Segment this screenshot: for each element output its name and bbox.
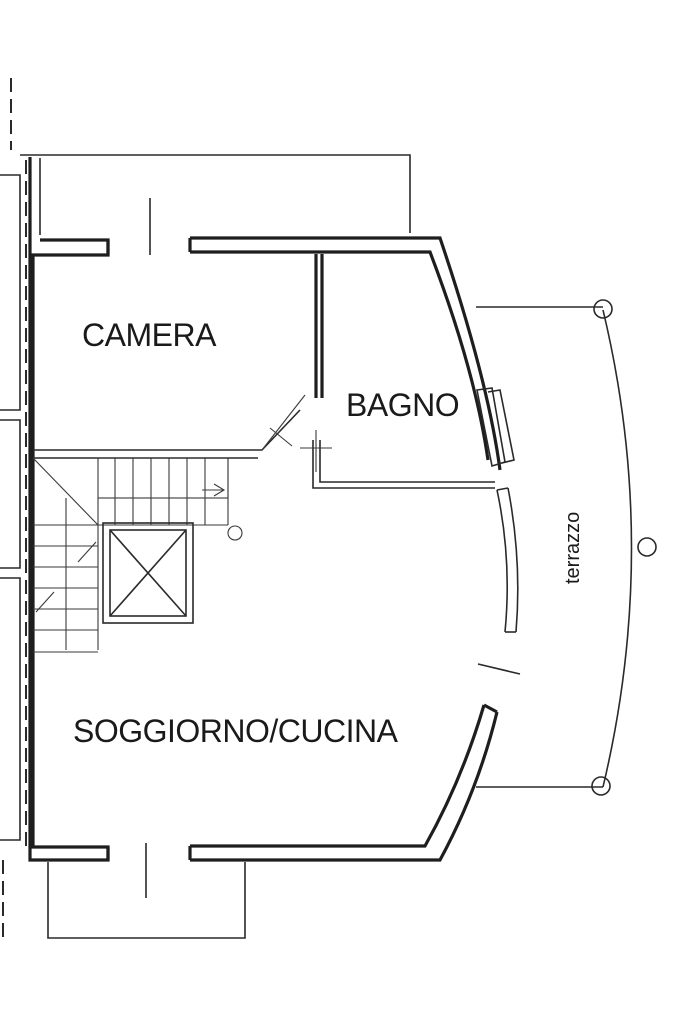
staircase <box>32 457 243 653</box>
terrace-door-mark <box>477 663 521 675</box>
room-label-bagno: BAGNO <box>346 387 459 423</box>
terrace-outline <box>476 299 657 796</box>
top-corridor-wall <box>20 154 411 233</box>
terrace-post-top <box>593 299 613 319</box>
bottom-balcony-wall <box>47 862 246 939</box>
room-label-camera: CAMERA <box>82 317 217 353</box>
left-neighbor-walls <box>0 174 21 841</box>
room-label-soggiorno-cucina: SOGGIORNO/CUCINA <box>73 713 399 749</box>
terrace-post-middle <box>637 537 657 557</box>
interior-walls <box>33 254 495 489</box>
dashed-boundary-line <box>2 78 27 940</box>
exterior-walls <box>28 157 519 862</box>
terrace-post-bottom <box>591 776 611 796</box>
elevator-shaft <box>102 522 194 624</box>
room-label-terrazzo: terrazzo <box>562 512 584 584</box>
